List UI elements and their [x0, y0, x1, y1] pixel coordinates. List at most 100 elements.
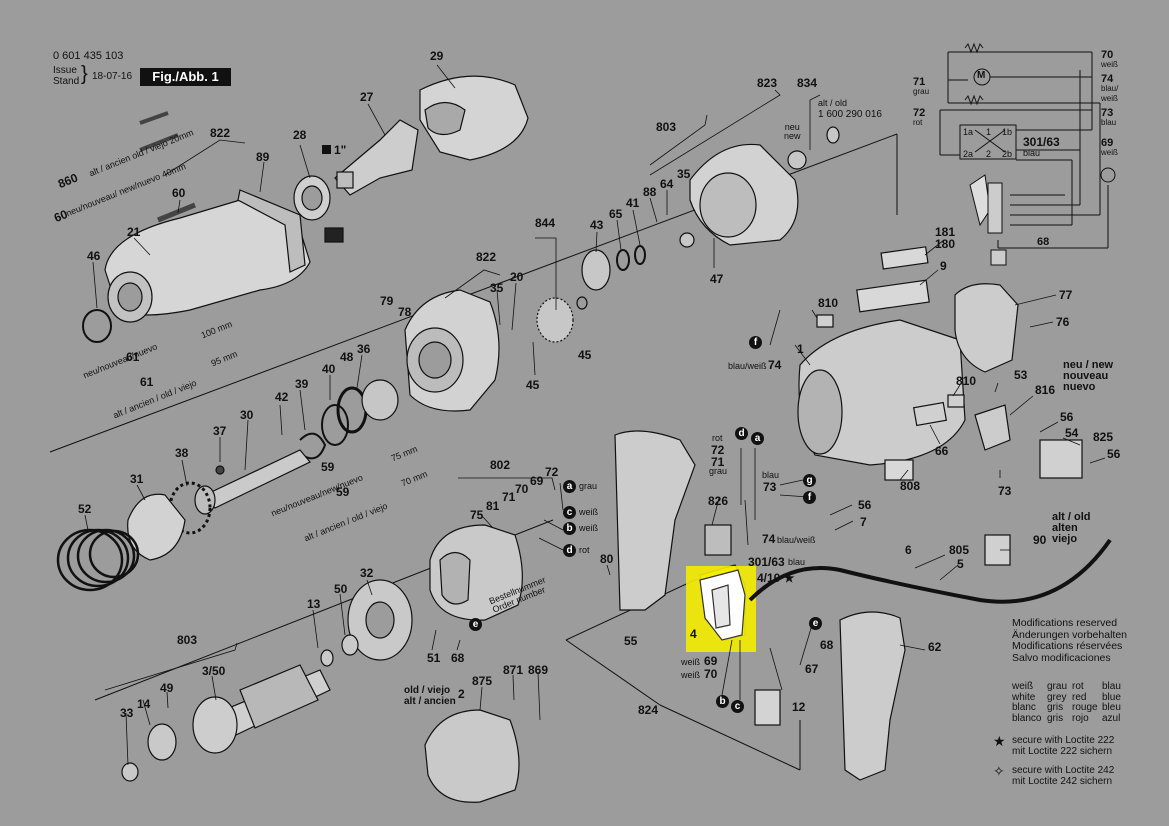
- callout-89: 89: [256, 150, 270, 164]
- wire-note-weiss-69: weiß: [681, 657, 701, 667]
- callout-1in: 1": [322, 143, 346, 157]
- wire-tag-a: a: [563, 480, 576, 493]
- callout-48: 48: [340, 350, 354, 364]
- wire-tag-a2: a: [751, 432, 764, 445]
- callout-45: 45: [578, 348, 592, 362]
- callout-3-50: 3/50: [202, 664, 226, 678]
- group-line: [659, 704, 801, 771]
- callout-38: 38: [175, 446, 189, 460]
- callout-802: 802: [490, 458, 511, 472]
- wire-tag-e1: e: [469, 618, 482, 631]
- rating-plate-808: [884, 459, 914, 481]
- carbon-810b: [947, 394, 965, 408]
- callout-826: 826: [708, 494, 729, 508]
- bearing-50: [341, 634, 359, 656]
- washer-14: [147, 723, 177, 761]
- callout-7: 7: [860, 515, 867, 529]
- end-cap-77: [954, 283, 1019, 373]
- wiring-schematic: [939, 42, 1116, 266]
- ring-41: [634, 245, 646, 265]
- callout-816: 816: [1035, 383, 1056, 397]
- callout-81: 81: [486, 499, 500, 513]
- callout-39: 39: [295, 377, 309, 391]
- brush-old: [826, 126, 840, 144]
- wire-tag-a-text: grau: [579, 481, 598, 491]
- callout-80: 80: [600, 552, 614, 566]
- gear-43: [581, 249, 611, 291]
- modifications-note: Modifications reserved Änderungen vorbeh…: [1012, 617, 1128, 664]
- callout-59b: 59: [336, 485, 350, 499]
- callout-88: 88: [643, 185, 657, 199]
- anvil-27: [334, 119, 419, 196]
- callout-803a: 803: [656, 120, 677, 134]
- callout-824: 824: [638, 703, 659, 717]
- callout-181: 181: [935, 225, 956, 239]
- callout-5: 5: [957, 557, 964, 571]
- callout-50: 50: [334, 582, 348, 596]
- ring-48: [336, 386, 368, 434]
- callout-71a: 71: [502, 490, 516, 504]
- callout-74a: 74: [762, 532, 776, 546]
- callout-1: 1: [797, 342, 804, 356]
- callout-42: 42: [275, 390, 289, 404]
- bearing-36: [361, 379, 399, 421]
- callout-844: 844: [535, 216, 556, 230]
- callout-55: 55: [624, 634, 638, 648]
- callout-810a: 810: [818, 296, 839, 310]
- callout-33: 33: [120, 706, 134, 720]
- callout-301-63a: 301/63: [748, 555, 785, 569]
- wire-tag-d: d: [563, 544, 576, 557]
- plate-181: [880, 246, 929, 270]
- spring-52: [56, 528, 140, 592]
- wire-tag-f1: f: [803, 491, 816, 504]
- callout-72a: 72: [545, 465, 559, 479]
- callout-35a: 35: [490, 281, 504, 295]
- plug-12: [754, 689, 781, 726]
- issue-date: 18-07-16: [92, 71, 133, 82]
- terminal-1a: 1a: [963, 127, 974, 137]
- callout-28: 28: [293, 128, 307, 142]
- handle-cover: [839, 611, 906, 781]
- callout-825: 825: [1093, 430, 1114, 444]
- callout-79: 79: [380, 294, 394, 308]
- callout-2: 2: [458, 687, 465, 701]
- callout-32: 32: [360, 566, 374, 580]
- callout-60: 60: [172, 186, 186, 200]
- callout-822b: 822: [476, 250, 497, 264]
- carbon-810a: [816, 314, 834, 328]
- plate-66: [912, 401, 948, 427]
- callout-31: 31: [130, 472, 144, 486]
- callout-53: 53: [1014, 368, 1028, 382]
- callout-12: 12: [792, 700, 806, 714]
- washer-45: [576, 296, 588, 310]
- wire-note-rot-72: rot: [712, 433, 723, 443]
- callout-68a: 68: [451, 651, 465, 665]
- ring-40: [321, 404, 349, 446]
- callout-13: 13: [307, 597, 321, 611]
- callout-71b: 71: [711, 455, 725, 469]
- bracket-54: [1039, 439, 1083, 479]
- callout-875: 875: [472, 674, 493, 688]
- field-coil-old: [424, 709, 520, 803]
- callout-4: 4: [690, 627, 697, 641]
- callout-29: 29: [430, 49, 444, 63]
- brush-holder-816: [974, 404, 1011, 451]
- callout-14: 14: [137, 697, 151, 711]
- o-ring-46: [82, 309, 112, 343]
- callout-76: 76: [1056, 315, 1070, 329]
- callout-69b: 69: [704, 654, 718, 668]
- housing-21-bore: [117, 282, 143, 312]
- callout-37: 37: [213, 424, 227, 438]
- part-number: 0 601 435 103: [53, 50, 124, 62]
- terminal-2a: 2a: [963, 149, 974, 159]
- callout-49: 49: [160, 681, 174, 695]
